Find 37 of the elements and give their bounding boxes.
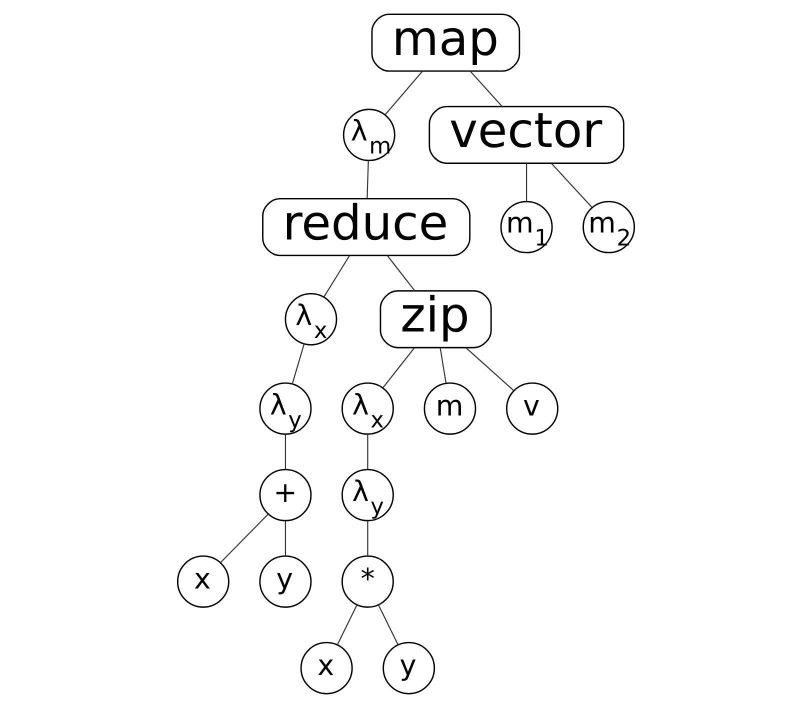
connector xyxy=(466,348,514,391)
node-circle: m xyxy=(424,382,476,435)
connector xyxy=(220,514,268,563)
node-circle: m$_{1}$ xyxy=(500,200,553,254)
connector xyxy=(526,164,528,201)
connector xyxy=(284,520,286,556)
node-circle: λ$_{x}$ xyxy=(284,293,338,346)
connector xyxy=(551,163,592,208)
connector xyxy=(284,434,286,470)
node-circle: x xyxy=(176,555,230,608)
node-circle: y xyxy=(382,642,436,694)
node-circle: λ$_{x}$ xyxy=(341,382,394,435)
connector xyxy=(387,255,416,292)
connector xyxy=(378,604,398,645)
connector xyxy=(382,348,415,388)
connector xyxy=(384,71,423,115)
connector xyxy=(367,520,368,556)
node-circle: v xyxy=(506,382,558,435)
connector xyxy=(336,604,358,645)
node-circle: λ$_{m}$ xyxy=(342,108,396,162)
connector xyxy=(366,160,369,198)
node-circle: x xyxy=(300,642,353,694)
node-circle: m$_{2}$ xyxy=(582,200,636,254)
connector xyxy=(440,348,447,384)
connector xyxy=(292,344,305,384)
node-box: reduce xyxy=(262,198,471,256)
connector xyxy=(367,434,368,470)
node-circle: λ$_{y}$ xyxy=(341,468,394,522)
node-circle: y xyxy=(259,555,312,608)
node-box: map xyxy=(371,14,520,72)
node-circle: λ$_{y}$ xyxy=(259,382,312,435)
node-box: zip xyxy=(380,290,492,348)
node-box: vector xyxy=(428,106,624,164)
connector xyxy=(470,71,502,107)
connector xyxy=(324,255,350,297)
node-circle: * xyxy=(341,555,394,608)
node-circle: + xyxy=(259,468,312,522)
